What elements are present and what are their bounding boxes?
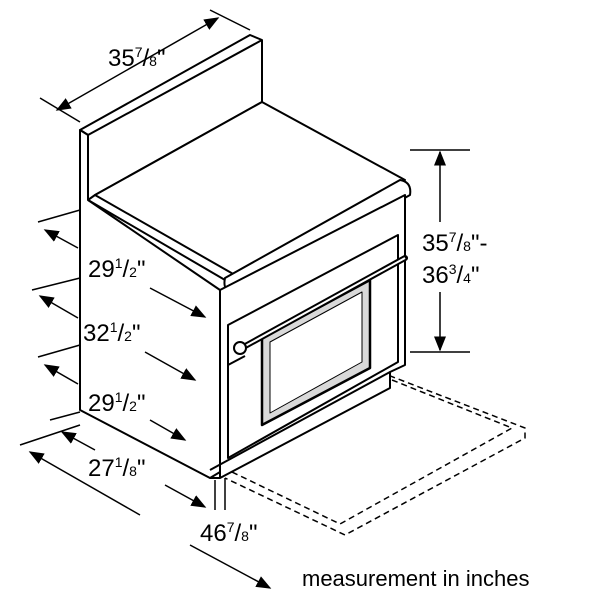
dimension-depth-base: 271/8" <box>88 454 146 482</box>
dimension-lines <box>19 9 470 589</box>
dimension-depth-middle: 321/2" <box>83 319 141 347</box>
open-door-outline <box>224 371 526 536</box>
dimension-depth-upper: 291/2" <box>88 255 146 283</box>
dimension-height-min: 357/8"- <box>422 229 488 257</box>
dimension-height-max: 363/4" <box>422 261 480 289</box>
units-note: measurement in inches <box>302 566 530 591</box>
cooktop <box>94 101 406 276</box>
dimension-depth-total: 467/8" <box>200 519 258 547</box>
dimension-depth-lower: 291/2" <box>88 389 146 417</box>
dimension-width-top: 357/8" <box>108 44 166 72</box>
